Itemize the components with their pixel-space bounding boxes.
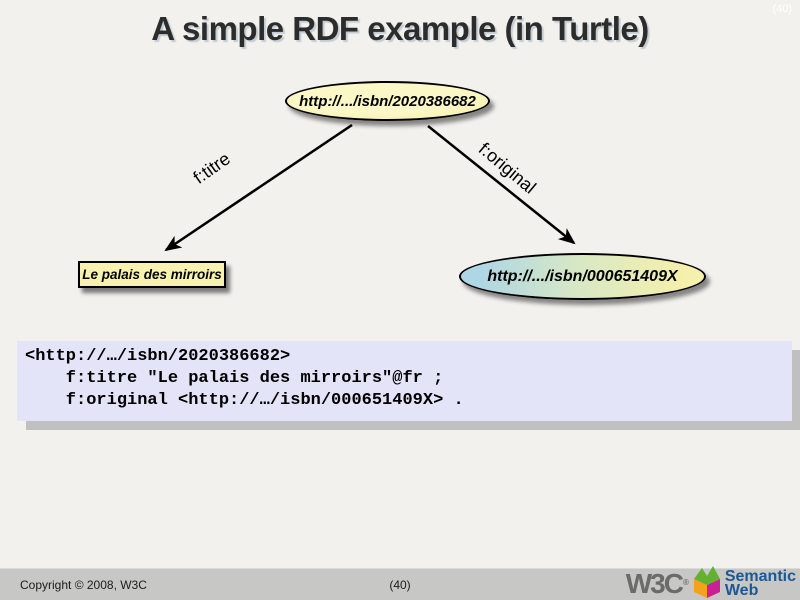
logo-line-web: Web — [724, 582, 759, 599]
w3c-semantic-web-logo: W3C® Semantic Web — [626, 566, 796, 599]
logo-line-semantic: Semantic — [724, 568, 796, 585]
code-line: f:titre "Le palais des mirroirs"@fr ; — [25, 369, 444, 388]
node-literal-label: Le palais des mirroirs — [82, 267, 222, 282]
edge-titre-line — [164, 123, 353, 252]
slide-number-faint: (40) — [772, 3, 792, 15]
node-subject-label: http://.../isbn/2020386682 — [299, 92, 476, 110]
page-title: A simple RDF example (in Turtle) — [151, 10, 649, 47]
node-original-uri: http://.../isbn/000651409X — [459, 253, 706, 300]
node-subject-uri: http://.../isbn/2020386682 — [285, 81, 490, 121]
w3c-wordmark: W3C® — [625, 568, 689, 599]
code-line: f:original <http://…/isbn/000651409X> . — [25, 391, 464, 410]
edge-original-line — [427, 125, 576, 245]
footer-bar: Copyright © 2008, W3C (40) W3C® Semantic… — [0, 566, 800, 600]
node-literal-title: Le palais des mirroirs — [78, 261, 226, 288]
copyright-text: Copyright © 2008, W3C — [20, 578, 147, 592]
node-original-label: http://.../isbn/000651409X — [487, 267, 678, 285]
semantic-web-cube-icon — [693, 566, 720, 598]
turtle-code-block: <http://…/isbn/2020386682> f:titre "Le p… — [17, 341, 792, 421]
code-line: <http://…/isbn/2020386682> — [25, 347, 291, 366]
semantic-web-wordmark: Semantic Web — [724, 568, 796, 599]
registered-mark: ® — [682, 578, 689, 587]
slide-page-number: (40) — [389, 578, 411, 592]
